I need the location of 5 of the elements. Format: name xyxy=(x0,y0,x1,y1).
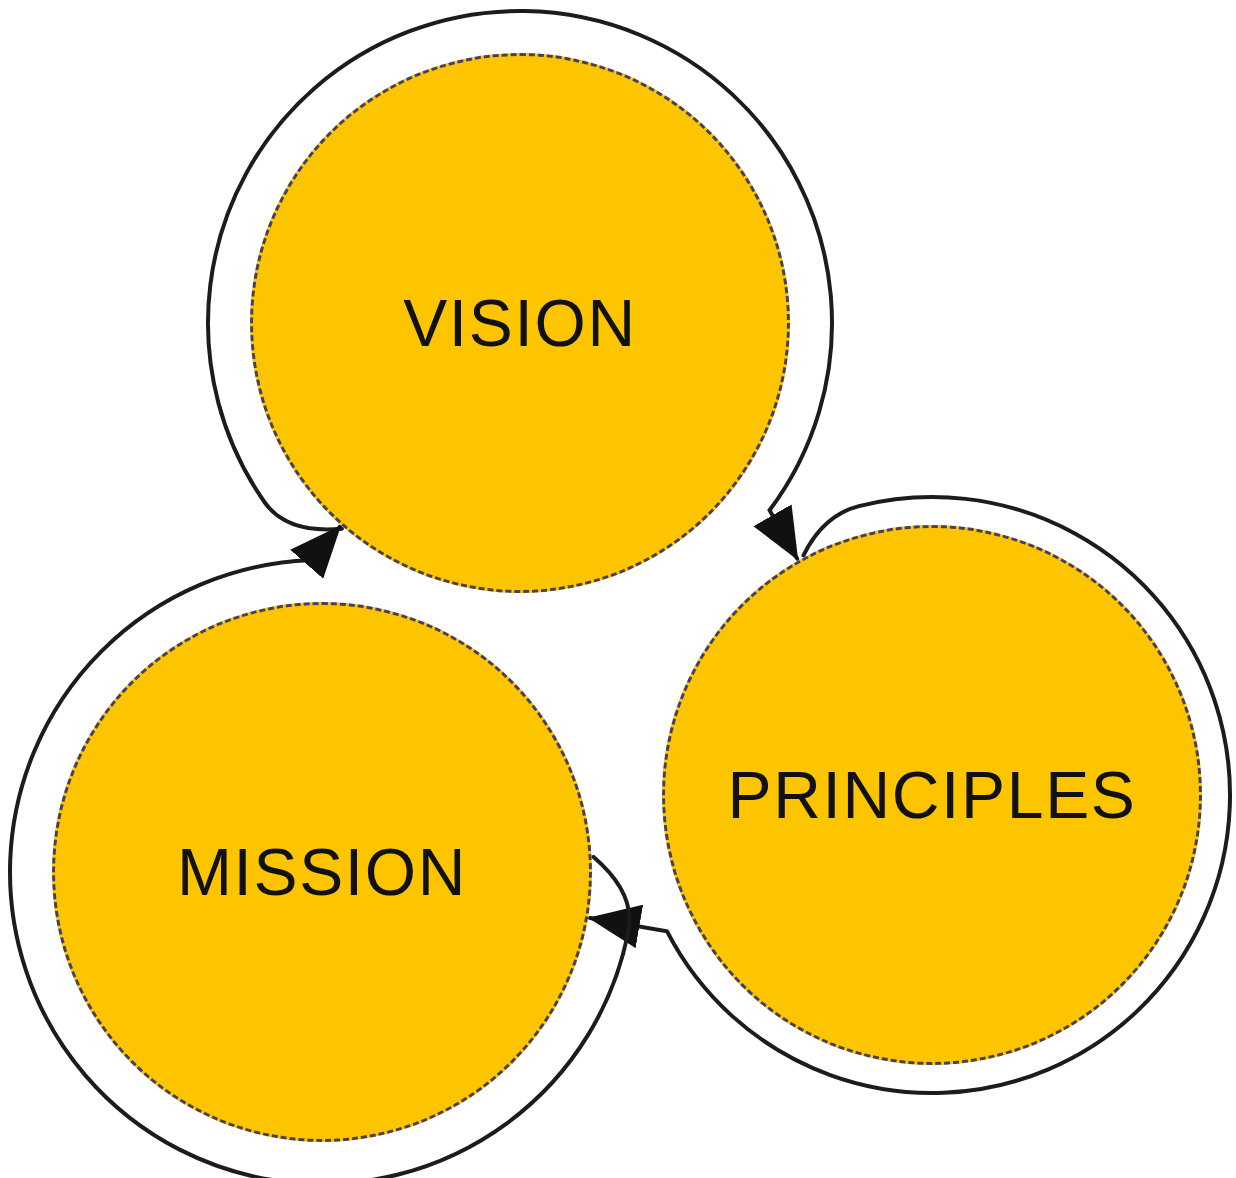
cycle-arrow xyxy=(206,9,834,561)
node-label: PRINCIPLES xyxy=(727,762,1137,828)
node-label: MISSION xyxy=(176,839,468,905)
node-label: VISION xyxy=(403,290,637,356)
cycle-arrow xyxy=(8,524,632,1178)
